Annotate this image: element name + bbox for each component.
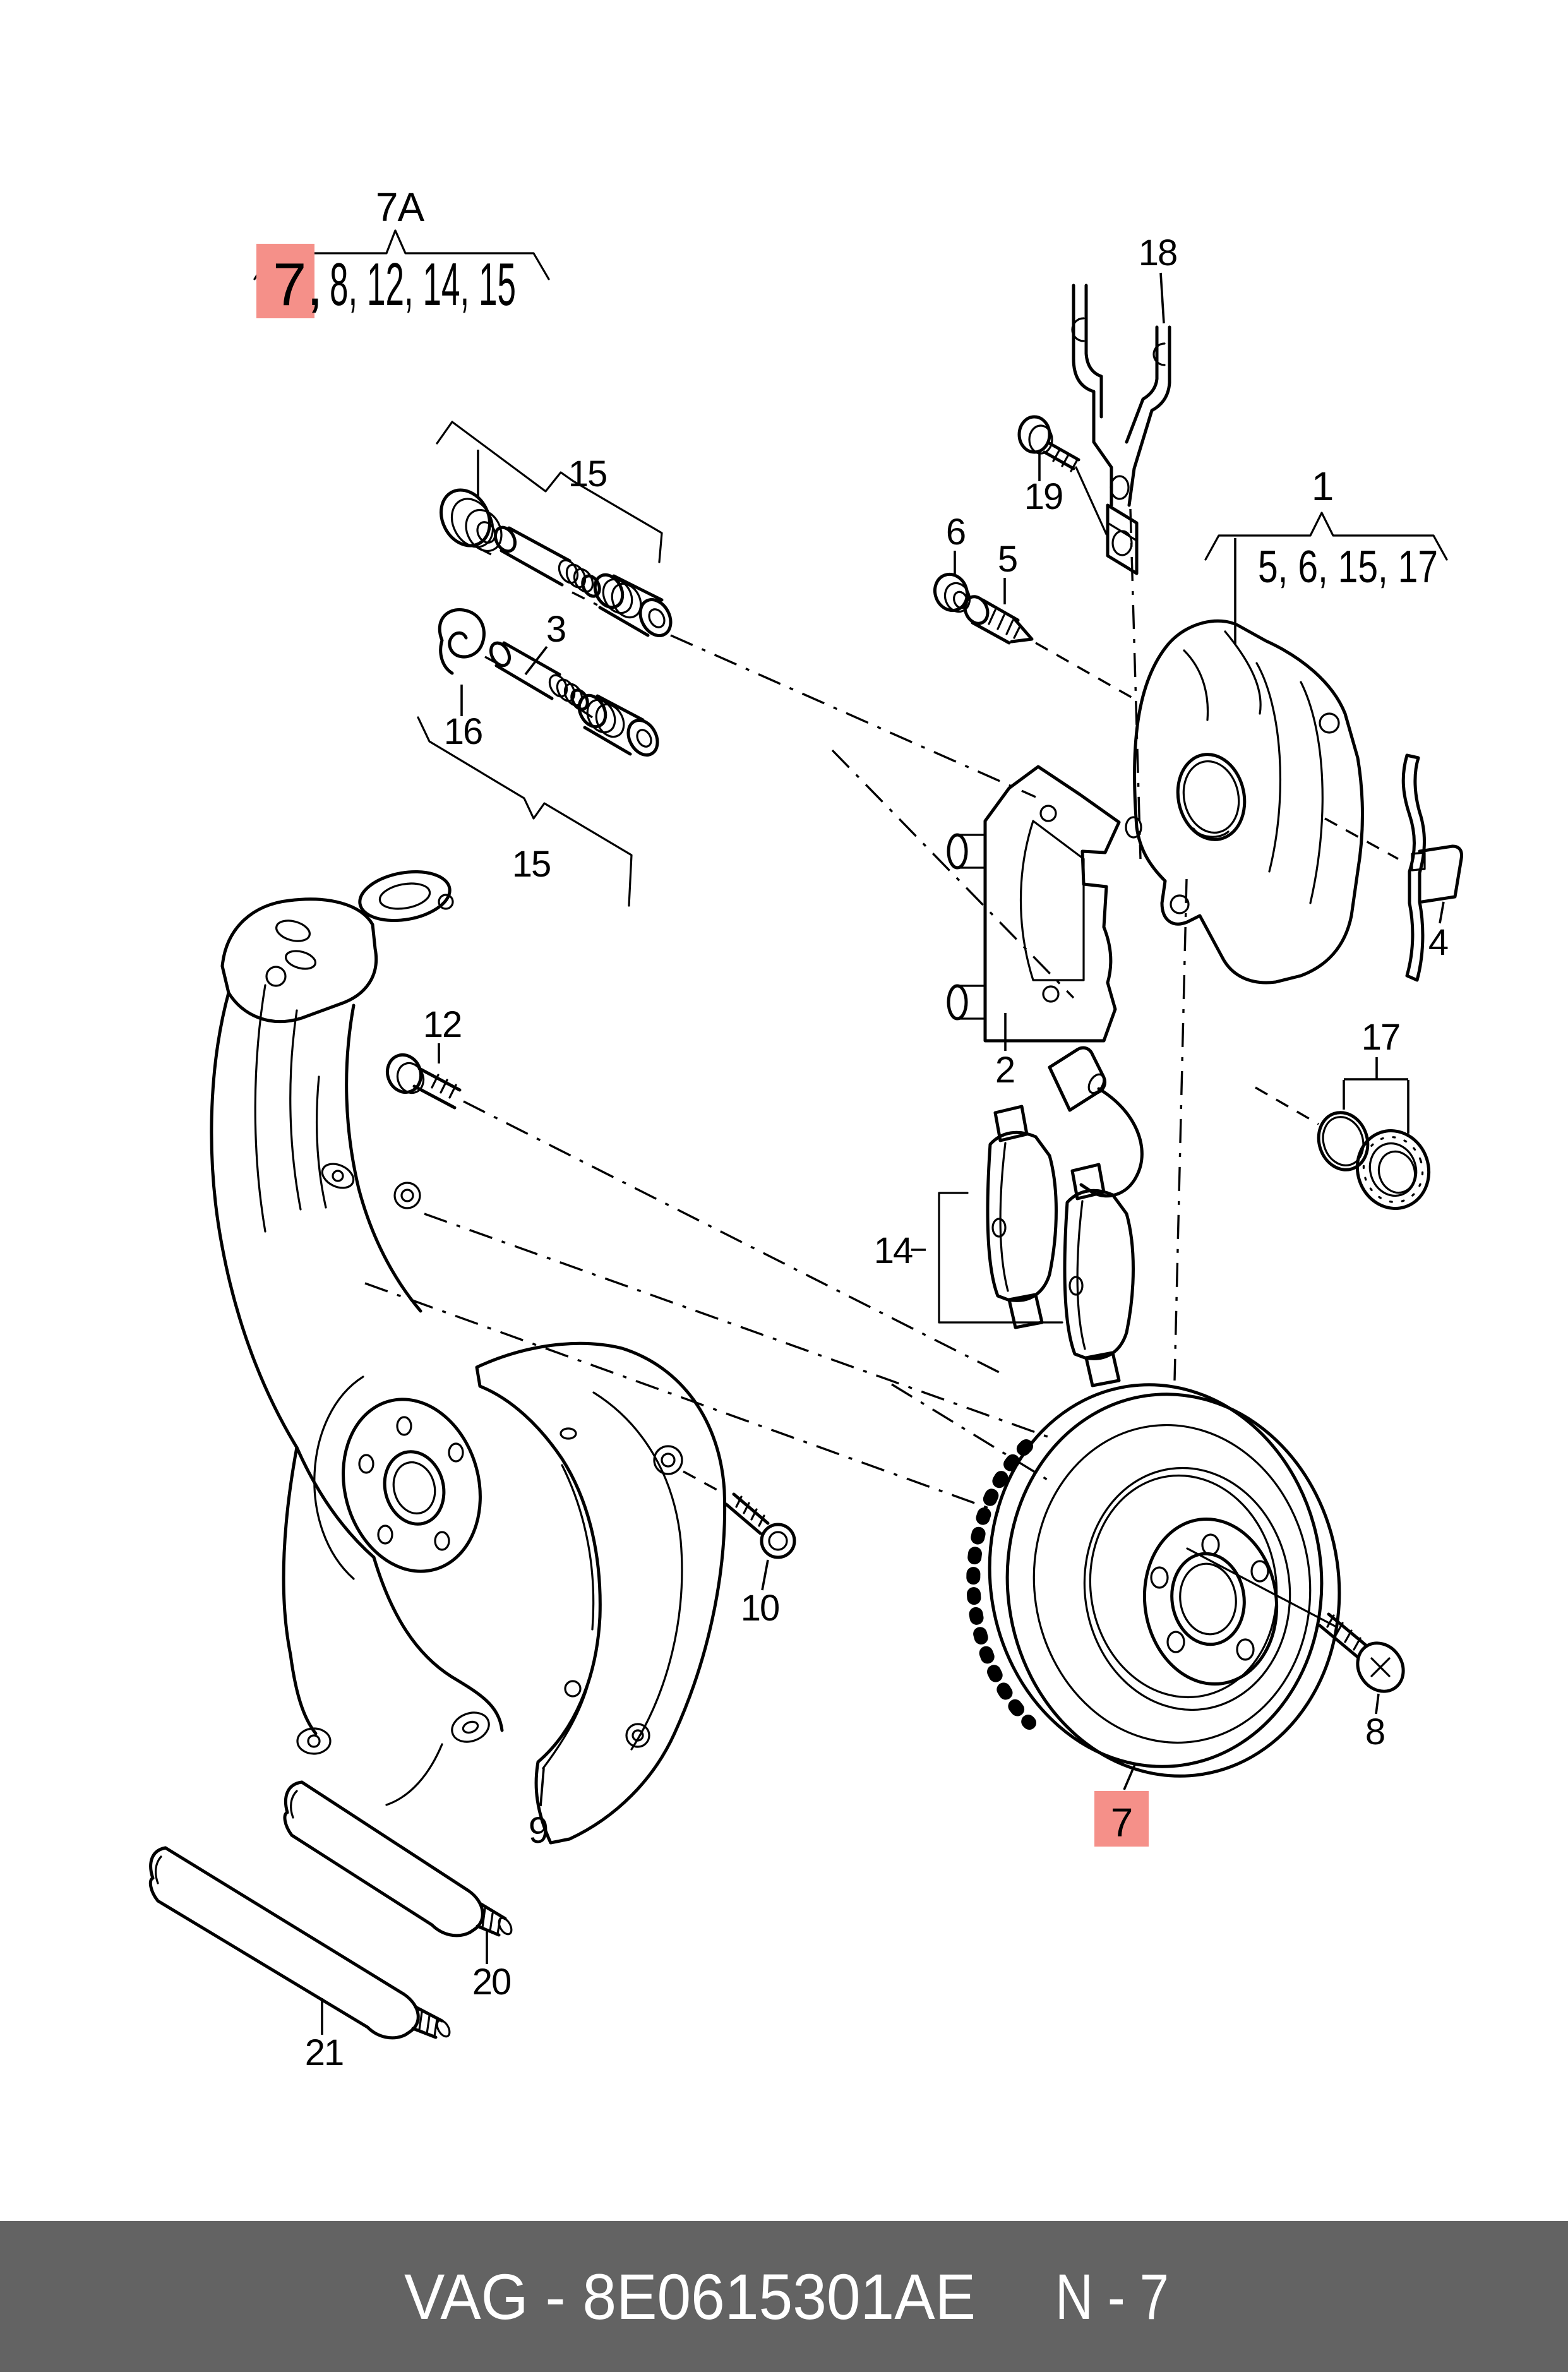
group-title[interactable]: 7A <box>376 184 426 230</box>
callout-9[interactable]: 9 <box>529 1810 549 1851</box>
bracket-15-lower <box>417 716 633 907</box>
brake-pads-14: 14 <box>874 1046 1144 1386</box>
construction-lines <box>364 508 1399 1513</box>
footer-bar: VAG - 8E0615301AE N - 7 <box>0 2221 1568 2372</box>
highlighted-item-7[interactable]: 7, <box>273 251 323 318</box>
bracket-15-upper <box>436 421 663 563</box>
brake-caliper <box>1125 619 1364 985</box>
spring-clip-16 <box>438 608 486 675</box>
bolt-12: 12 <box>386 1004 463 1110</box>
seal-kit-17: 17 <box>1317 1017 1431 1210</box>
footer-background <box>0 2221 1568 2372</box>
group-items[interactable]: 8, 12, 14, 15 <box>330 251 516 318</box>
callout-10[interactable]: 10 <box>741 1588 781 1629</box>
steering-knuckle <box>210 870 504 1806</box>
callout-3[interactable]: 3 <box>546 609 566 650</box>
group-label-7a: 7A 7, 8, 12, 14, 15 <box>253 184 550 318</box>
callout-12[interactable]: 12 <box>423 1004 463 1045</box>
callout-7-highlighted[interactable]: 7 <box>1111 1800 1134 1845</box>
screw-10: 10 <box>724 1492 796 1629</box>
bracket-14 <box>938 1192 1063 1324</box>
callout-15-upper[interactable]: 15 <box>568 453 608 494</box>
hose-bracket-18: 18 <box>1071 232 1178 575</box>
wear-sensor-connector <box>1048 1046 1107 1112</box>
bleeder-valve-5: 5 <box>963 539 1034 645</box>
brake-pad <box>986 1105 1058 1329</box>
highlight-box-7[interactable] <box>256 244 314 318</box>
dust-cap-6: 6 <box>933 512 971 613</box>
assembly-title[interactable]: 1 <box>1312 464 1334 509</box>
assembly-items[interactable]: 5, 6, 15, 17 <box>1258 542 1438 592</box>
callout-16[interactable]: 16 <box>444 711 484 752</box>
bolt-19: 19 <box>1017 415 1108 536</box>
guide-pin-upper-15: 15 <box>436 421 673 637</box>
splash-shield-9: 9 <box>475 1341 727 1851</box>
guide-pin-lower-3: 16 3 15 <box>417 608 659 907</box>
callout-2[interactable]: 2 <box>995 1050 1015 1091</box>
callout-18[interactable]: 18 <box>1139 232 1178 273</box>
wear-sensor-wire <box>1079 1087 1144 1198</box>
caliper-assembly-label-1: 1 5, 6, 15, 17 <box>1204 464 1448 644</box>
callout-8[interactable]: 8 <box>1365 1711 1385 1752</box>
callout-19[interactable]: 19 <box>1024 476 1064 517</box>
assembly-brace <box>1204 512 1448 561</box>
callout-15-lower[interactable]: 15 <box>512 844 552 885</box>
footer-part-code: VAG - 8E0615301AE <box>404 2261 976 2333</box>
callout-20[interactable]: 20 <box>472 1962 512 2003</box>
caliper-carrier-2: 2 <box>947 765 1121 1091</box>
callout-17[interactable]: 17 <box>1362 1017 1401 1058</box>
callout-21[interactable]: 21 <box>305 2032 345 2073</box>
vent-slots <box>966 1439 1036 1730</box>
callout-4[interactable]: 4 <box>1428 922 1449 963</box>
brake-disc-7: 7 <box>966 1383 1341 1847</box>
retaining-spring-4: 4 <box>1401 753 1463 982</box>
callout-14[interactable]: 14 <box>874 1230 914 1271</box>
grease-tube-20: 20 <box>283 1780 513 2003</box>
grease-tube-21: 21 <box>148 1846 451 2073</box>
highlight-box-7-disc[interactable] <box>1094 1791 1149 1847</box>
screw-8: 8 <box>1318 1612 1405 1752</box>
footer-page-ref: N - 7 <box>1055 2261 1169 2333</box>
callout-5[interactable]: 5 <box>998 539 1018 580</box>
callout-6[interactable]: 6 <box>946 512 966 553</box>
